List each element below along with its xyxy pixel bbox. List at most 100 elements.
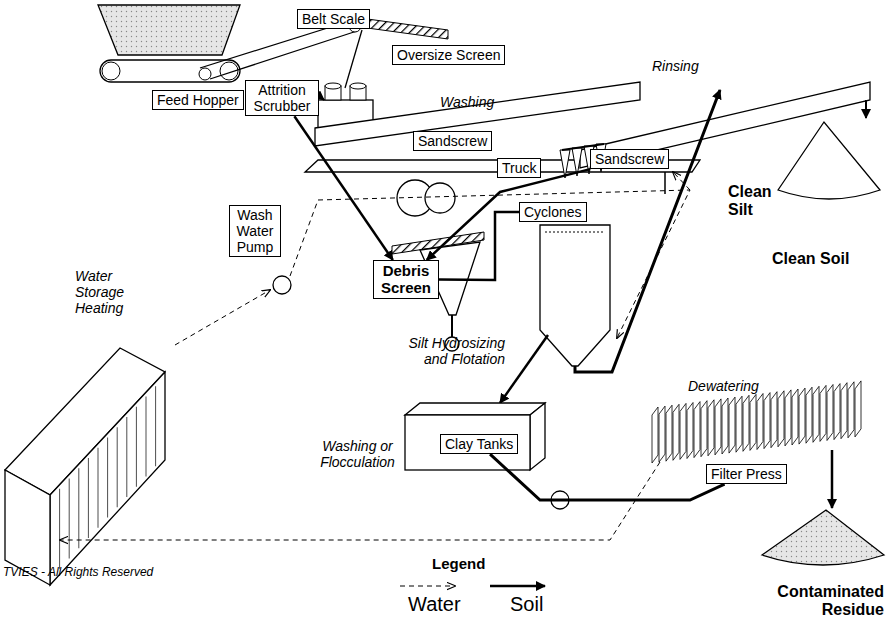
press-plate xyxy=(680,403,686,459)
label-text: Truck xyxy=(502,160,536,176)
annotation-label: Silt Hydrosizing and Flotation xyxy=(385,335,505,367)
soil-flow-connector xyxy=(294,116,392,260)
illustration-part xyxy=(98,5,240,55)
press-plate xyxy=(806,387,812,443)
illustration-part xyxy=(673,172,690,190)
press-plate xyxy=(722,398,728,454)
feed-chute xyxy=(345,30,362,88)
label-box: Oversize Screen xyxy=(392,45,505,65)
press-plate xyxy=(659,406,665,462)
label-text: Cyclones xyxy=(524,204,582,220)
label-box: Cyclones xyxy=(519,202,587,222)
illustration-part xyxy=(325,83,341,89)
illustration-part xyxy=(530,403,545,470)
press-plate xyxy=(820,385,826,441)
oversize-screen xyxy=(360,18,448,39)
illustration-part xyxy=(100,60,240,82)
label-text: Wash Water Pump xyxy=(234,207,276,255)
illustration-part xyxy=(60,386,156,569)
press-plate xyxy=(736,396,742,452)
illustration-part xyxy=(175,290,270,345)
label-text: Sandscrew xyxy=(595,151,664,167)
press-plate xyxy=(792,389,798,445)
tank-rib xyxy=(126,417,127,497)
annotation-label: Washing or Flocculation xyxy=(310,438,405,470)
press-plate xyxy=(666,405,672,461)
feed-hopper xyxy=(98,5,240,82)
annotation-label: Dewatering xyxy=(688,378,759,394)
press-plate xyxy=(841,383,847,439)
illustration-part xyxy=(210,31,357,79)
press-plate xyxy=(813,386,819,442)
press-plate xyxy=(834,384,840,440)
tank-rib xyxy=(69,479,70,559)
annotation-label: Water Storage Heating xyxy=(75,268,137,316)
press-plate xyxy=(771,392,777,448)
illustration-part xyxy=(405,415,530,470)
label-text: Oversize Screen xyxy=(397,47,500,63)
water-line xyxy=(60,172,690,540)
water-storage-tank xyxy=(5,348,165,585)
illustration-part xyxy=(350,83,366,89)
press-plate xyxy=(764,393,770,449)
label-box: Sandscrew xyxy=(590,149,669,169)
label-text: Filter Press xyxy=(711,466,782,482)
tank-rib xyxy=(155,386,156,466)
soil-flow-connector xyxy=(439,212,519,280)
label-box: Wash Water Pump xyxy=(229,205,281,257)
press-plate xyxy=(827,385,833,441)
soil-flow-connector xyxy=(490,454,725,500)
label-text: Feed Hopper xyxy=(157,92,239,108)
hydrosizer-tank xyxy=(540,225,610,366)
label-box: Sandscrew xyxy=(413,131,492,151)
label-box: Filter Press xyxy=(706,464,787,484)
illustration-part xyxy=(290,190,690,338)
annotation-label: Clean Soil xyxy=(772,250,849,268)
tank-overflow xyxy=(545,232,605,233)
label-box: Clay Tanks xyxy=(440,434,518,454)
tank-rib xyxy=(107,438,108,518)
label-box: Debris Screen xyxy=(373,260,439,299)
press-plate xyxy=(687,403,693,459)
annotation-label: TVIES - All Rights Reserved xyxy=(3,566,153,580)
press-plate xyxy=(785,390,791,446)
tank-rib xyxy=(117,427,118,507)
press-plate xyxy=(750,394,756,450)
illustration-part xyxy=(425,183,455,213)
tank-rib xyxy=(136,407,137,487)
press-plate xyxy=(701,401,707,457)
annotation-label: Clean Silt xyxy=(728,183,776,220)
press-plate xyxy=(652,407,658,463)
label-box: Attrition Scrubber xyxy=(245,80,319,116)
tank-rib xyxy=(59,489,60,569)
annotation-label: Contaminated Residue xyxy=(772,583,884,620)
tank-rib xyxy=(98,448,99,528)
annotation-label: Legend xyxy=(432,555,485,572)
press-plate xyxy=(743,395,749,451)
illustration-part xyxy=(102,62,120,80)
press-plate xyxy=(848,382,854,438)
press-plate xyxy=(729,397,735,453)
label-text: Sandscrew xyxy=(418,133,487,149)
press-plate xyxy=(715,399,721,455)
press-plate xyxy=(799,388,805,444)
illustration-part xyxy=(50,372,165,585)
soil-flow-connector xyxy=(427,169,590,260)
legend-sample xyxy=(400,586,455,587)
label-box: Belt Scale xyxy=(297,9,370,29)
illustration-part xyxy=(405,403,545,415)
tank-rib xyxy=(88,458,89,538)
soil-arrow xyxy=(865,100,867,118)
label-text: Clay Tanks xyxy=(445,436,513,452)
label-text: Attrition Scrubber xyxy=(250,82,314,114)
annotation-label: Washing xyxy=(440,94,494,110)
clay-tanks xyxy=(405,403,545,470)
label-text: Belt Scale xyxy=(302,11,365,27)
illustration-part xyxy=(451,315,453,337)
legend-entry: Water xyxy=(408,593,461,616)
press-plate xyxy=(757,394,763,450)
clean-soil-pile xyxy=(778,122,880,199)
tank-rib xyxy=(78,468,79,548)
